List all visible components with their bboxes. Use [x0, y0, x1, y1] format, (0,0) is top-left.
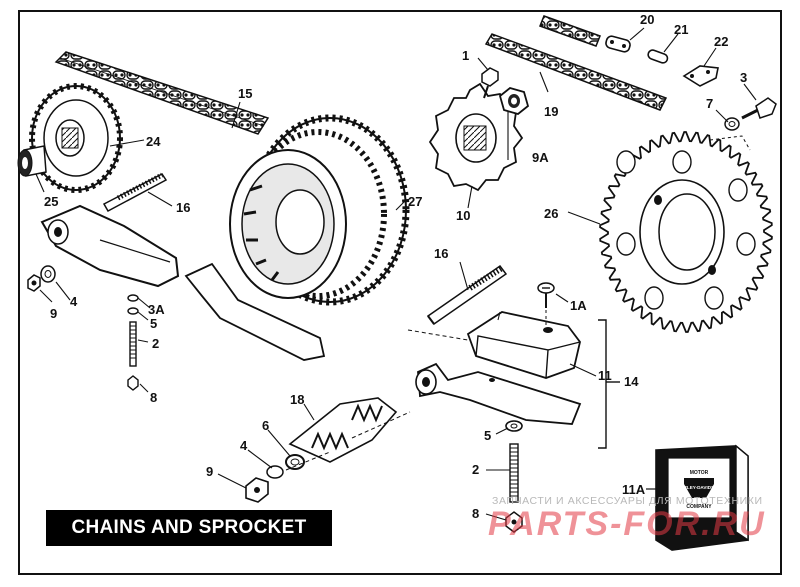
sprocket-nut: [498, 87, 530, 115]
leader-lines: [35, 27, 757, 521]
watermark-logo: PARTS-FOR.RU: [488, 505, 766, 543]
sprocket-bolt-3: [709, 97, 777, 151]
hub-nut: [17, 145, 47, 177]
clutch-drum: [229, 114, 410, 306]
label-brace: [598, 319, 620, 449]
parts-kit-box: MOTOR HARLEY-DAVIDSON COMPANY: [646, 444, 749, 551]
transmission-sprocket: [428, 82, 524, 192]
label-7: 7: [706, 96, 713, 111]
label-4-left: 4: [70, 294, 78, 309]
kit-logo-line3: COMPANY: [686, 504, 712, 510]
label-5-left: 5: [150, 316, 157, 331]
secondary-chain: [484, 33, 668, 111]
link-clip: [647, 49, 669, 64]
kit-logo-line1: MOTOR: [690, 470, 709, 476]
label-4-bottom: 4: [240, 438, 248, 453]
washer-nut-left: [27, 265, 56, 292]
diagram-title: CHAINS AND SPROCKET: [46, 510, 332, 546]
label-3: 3: [740, 70, 747, 85]
label-25: 25: [44, 194, 58, 209]
label-11: 11: [598, 368, 612, 383]
label-2-right: 2: [472, 462, 479, 477]
label-16-right: 16: [434, 246, 448, 261]
label-20: 20: [640, 12, 654, 27]
label-15: 15: [238, 86, 252, 101]
label-22: 22: [714, 34, 728, 49]
sprocket-bolt: [481, 67, 499, 99]
adjuster-bolt: [127, 294, 139, 391]
label-27: 27: [408, 194, 422, 209]
label-21: 21: [674, 22, 688, 37]
primary-chain: [54, 51, 270, 135]
tensioner-spring: [288, 397, 398, 463]
chain-guard-plate: [184, 262, 326, 361]
diagram-frame: [18, 10, 782, 575]
adjuster-arm: [40, 204, 180, 288]
rear-sprocket: [599, 131, 773, 333]
label-9A: 9A: [532, 150, 549, 165]
offset-link: [682, 65, 719, 87]
label-14: 14: [624, 374, 639, 389]
label-1A: 1A: [570, 298, 587, 313]
label-1: 1: [462, 48, 469, 63]
stud-right: [426, 264, 508, 326]
screw-1A: [537, 282, 555, 330]
lower-hardware-left: [245, 451, 331, 503]
engine-sprocket: [29, 83, 123, 193]
stud-left: [102, 172, 168, 213]
label-9-left: 9: [50, 306, 57, 321]
label-3A: 3A: [148, 302, 165, 317]
label-8-right: 8: [472, 506, 479, 521]
kit-logo-line2: HARLEY-DAVIDSON: [677, 485, 722, 490]
master-link: [605, 35, 631, 53]
bracket-bolt: [505, 420, 523, 533]
label-5-right: 5: [484, 428, 491, 443]
chain-link-segment: [539, 15, 601, 47]
slider-block: [466, 311, 581, 379]
label-10: 10: [456, 208, 470, 223]
mounting-bracket: [351, 329, 582, 439]
part-labels: 15 24 25 16 27 9 4 3A 5 2 8 1 19 9A 10 2…: [44, 12, 747, 521]
label-19: 19: [544, 104, 558, 119]
label-9-bottom: 9: [206, 464, 213, 479]
label-6: 6: [262, 418, 269, 433]
label-2-left: 2: [152, 336, 159, 351]
label-11A: 11A: [622, 482, 646, 497]
label-16-left: 16: [176, 200, 190, 215]
label-24: 24: [146, 134, 161, 149]
label-8-left: 8: [150, 390, 157, 405]
label-26: 26: [544, 206, 558, 221]
watermark-tagline: ЗАПЧАСТИ И АКСЕССУАРЫ ДЛЯ МОТОТЕХНИКИ: [492, 495, 763, 507]
label-18: 18: [290, 392, 304, 407]
